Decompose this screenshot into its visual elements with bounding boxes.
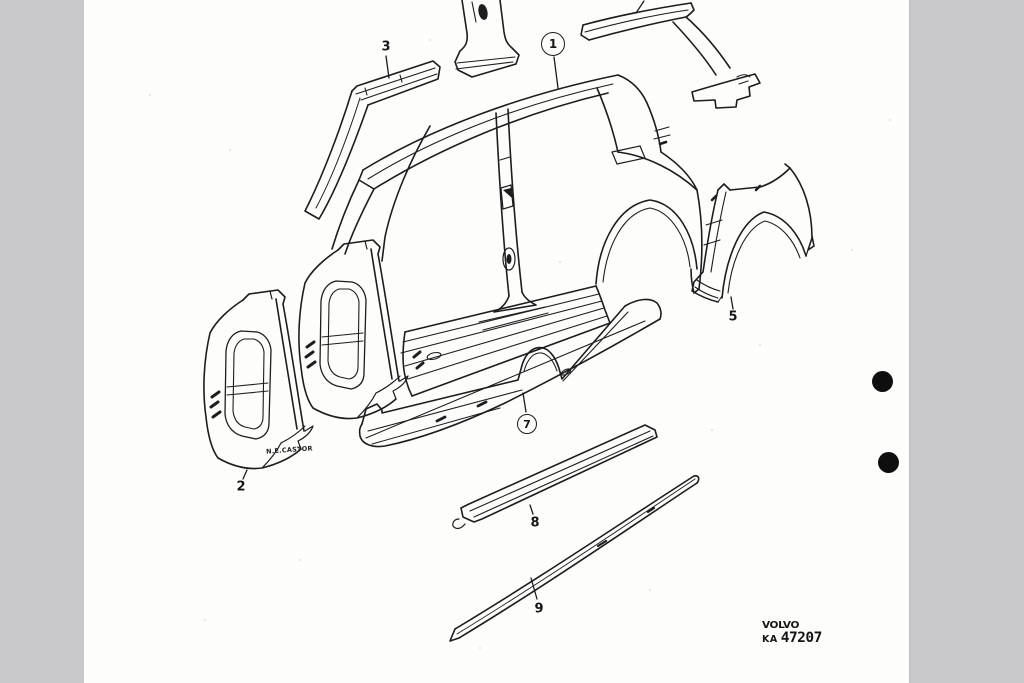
callout-5: 5 bbox=[728, 309, 738, 325]
sill-outer-part bbox=[358, 298, 662, 448]
b-pillar-upper-part bbox=[454, 0, 520, 78]
callout-7: 7 bbox=[517, 414, 537, 434]
callout-3: 3 bbox=[381, 39, 391, 55]
binder-hole-top bbox=[872, 371, 893, 392]
callout-9: 9 bbox=[534, 601, 544, 617]
sill-reinforcement-part bbox=[452, 424, 658, 530]
windscreen-pillar-rail-part bbox=[304, 60, 441, 220]
front-hinge-pillar-part bbox=[202, 288, 315, 471]
drawing-number-stamp: VOLVO KA 47207 bbox=[762, 620, 822, 646]
callout-2: 2 bbox=[236, 479, 246, 495]
left-page-margin bbox=[0, 0, 84, 683]
rear-roof-rail-part bbox=[580, 2, 761, 109]
scan-noise bbox=[149, 39, 891, 649]
callout-1: 1 bbox=[541, 32, 565, 56]
stamp-code-number: 47207 bbox=[780, 630, 823, 647]
callout-8: 8 bbox=[530, 515, 540, 531]
sill-trim-part bbox=[449, 475, 700, 642]
leader-lines bbox=[242, 0, 734, 600]
right-page-margin bbox=[909, 0, 1024, 683]
body-side-frame-part bbox=[297, 74, 703, 421]
stamp-code-prefix: KA bbox=[762, 634, 778, 646]
binder-hole-bottom bbox=[878, 452, 899, 473]
wheel-arch-part bbox=[691, 163, 815, 303]
stamp-brand: VOLVO bbox=[762, 619, 799, 631]
